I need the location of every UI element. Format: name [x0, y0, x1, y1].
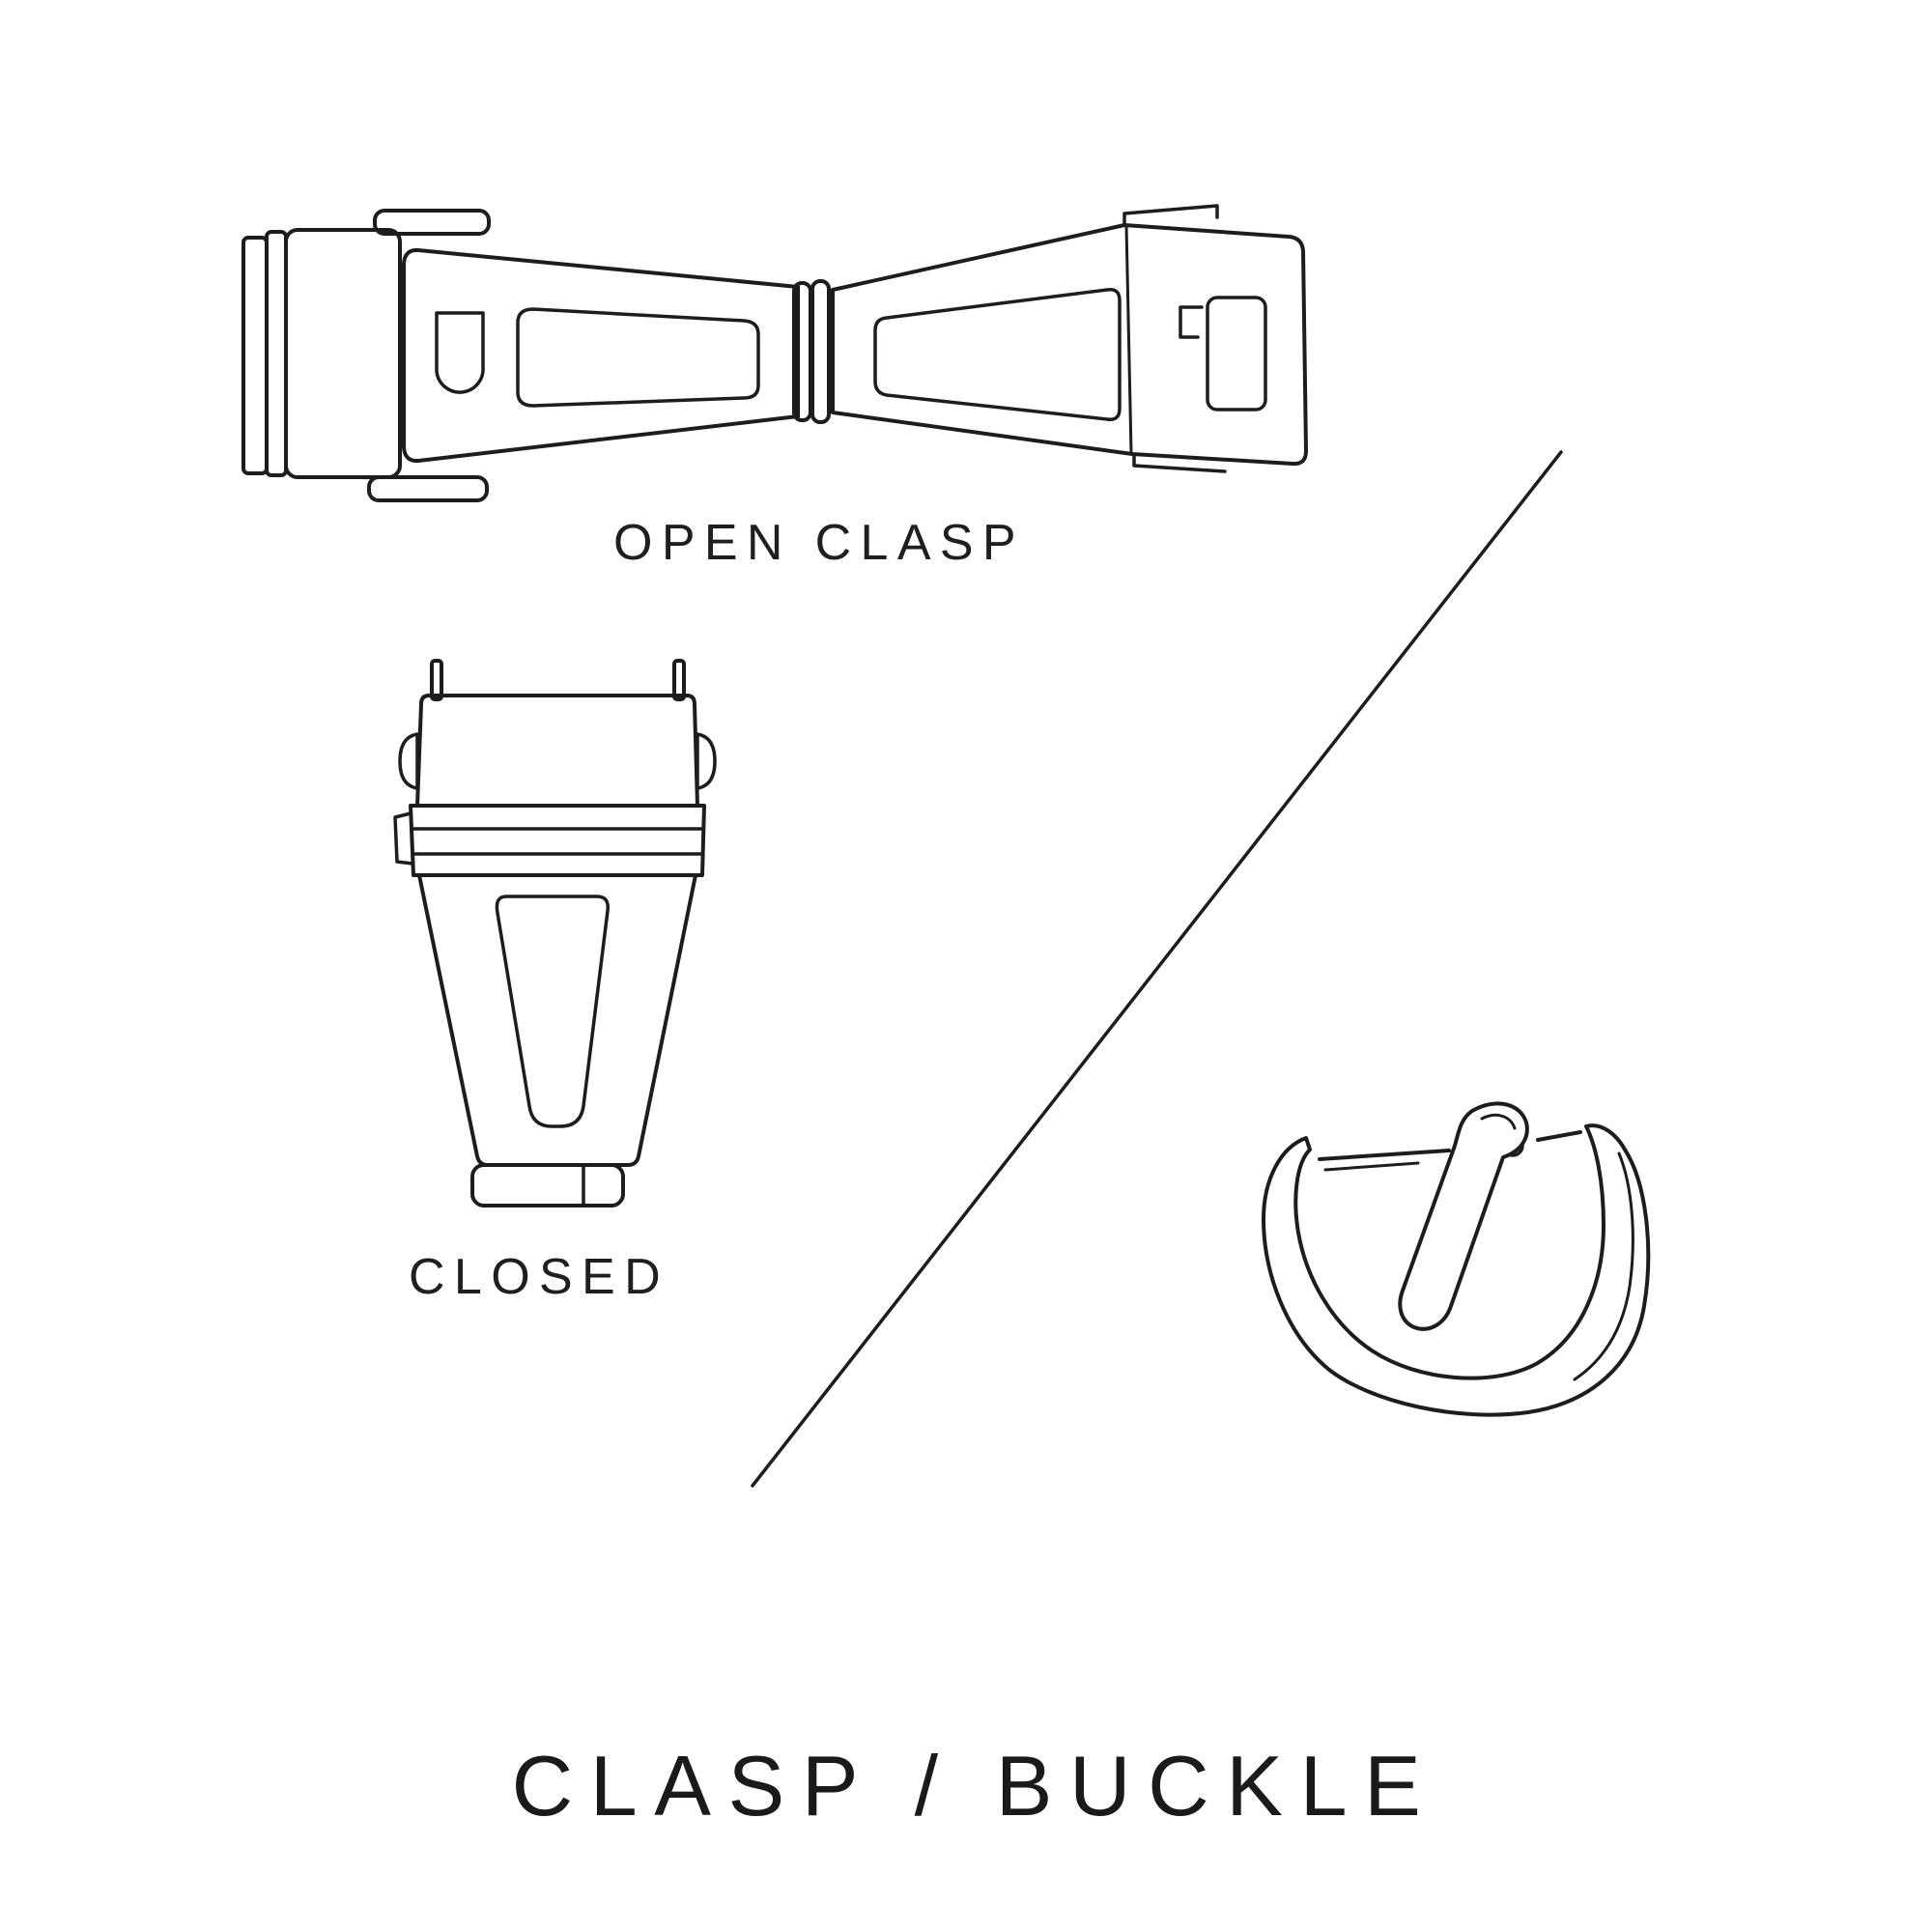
closed-clasp-prong-right: [672, 659, 686, 701]
closed-clasp-band: [409, 804, 706, 877]
closed-clasp-illustration: [393, 659, 717, 1208]
closed-clasp-prong-left: [430, 659, 443, 701]
clasp-left-hook-cutout: [435, 311, 485, 394]
clasp-spring-tube-bottom: [367, 475, 489, 502]
clasp-right-arm-window: [873, 287, 1122, 422]
closed-clasp-body: [417, 873, 697, 1167]
clasp-spring-tube-top: [373, 209, 491, 236]
closed-clasp-foot: [470, 1163, 625, 1208]
closed-clasp-body-window: [495, 895, 611, 1128]
clasp-right-hook: [1179, 305, 1204, 339]
diagram-title: CLASP / BUCKLE: [511, 1738, 1438, 1833]
closed-clasp-cover: [415, 694, 699, 808]
clasp-left-arm: [402, 247, 800, 464]
clasp-right-arm: [831, 223, 1308, 467]
clasp-left-arm-window: [516, 307, 760, 408]
buckle-tongue-curl-line: [1480, 1113, 1517, 1130]
diagonal-divider: [751, 450, 1563, 1488]
buckle-frame-contour: [1573, 1151, 1634, 1381]
closed-clasp-ear-left: [398, 732, 419, 790]
buckle-tongue: [1398, 1101, 1529, 1331]
clasp-hinge: [792, 279, 831, 424]
clasp-end-plate-outer: [242, 236, 269, 475]
closed-clasp-caption: CLOSED: [409, 1249, 669, 1305]
clasp-end-block: [284, 228, 402, 479]
clasp-right-arm-seam: [1124, 224, 1133, 455]
clasp-right-arm-bottom-flange: [1132, 452, 1227, 473]
clasp-right-arm-top-flange: [1122, 204, 1219, 227]
buckle-frame: [1262, 1123, 1651, 1417]
buckle-illustration: [1262, 1101, 1651, 1417]
open-clasp-caption: OPEN CLASP: [613, 515, 1025, 571]
clasp-right-latch-window: [1206, 296, 1267, 412]
closed-clasp-ear-right: [696, 732, 717, 790]
clasp-end-plate-inner: [265, 230, 288, 477]
open-clasp-illustration: [242, 204, 1308, 502]
closed-clasp-band-tab: [393, 811, 414, 866]
